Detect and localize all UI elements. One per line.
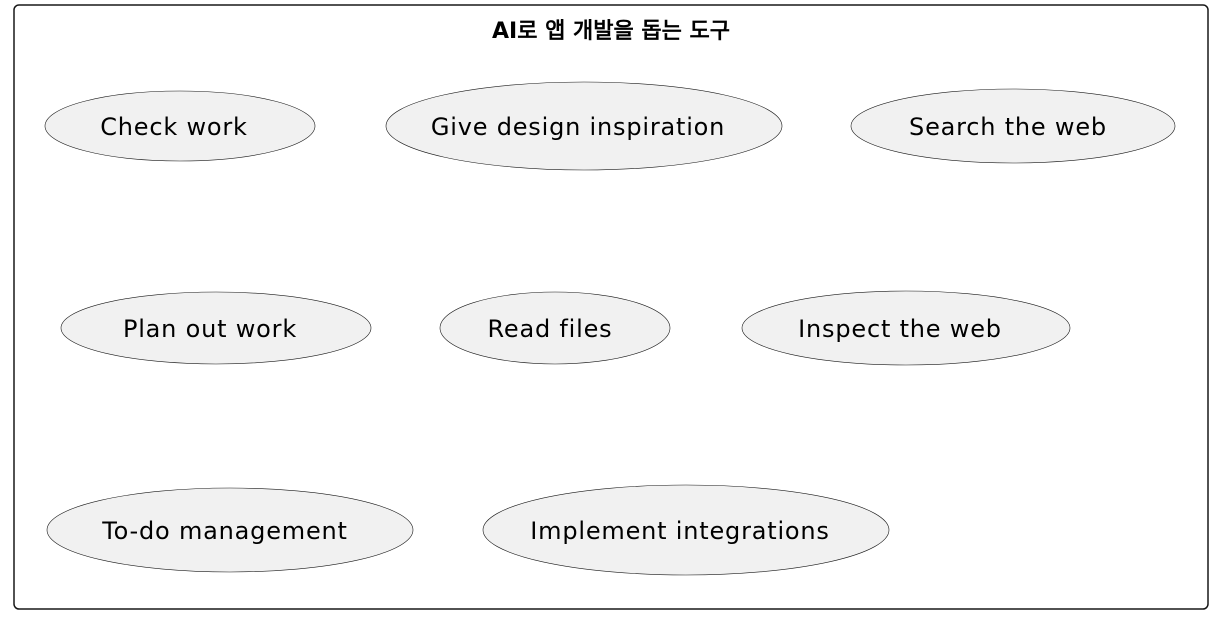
use-case-give-design-inspiration: Give design inspiration [385, 81, 783, 171]
use-case-label: Inspect the web [798, 315, 1002, 343]
use-case-to-do-management: To-do management [46, 487, 414, 573]
use-case-plan-out-work: Plan out work [60, 291, 372, 365]
use-case-ellipse [741, 290, 1071, 366]
use-case-label: To-do management [101, 517, 348, 545]
use-case-check-work: Check work [44, 90, 316, 162]
use-case-ellipse [385, 81, 783, 171]
diagram-title: AI로 앱 개발을 돕는 도구 [492, 19, 730, 44]
use-case-read-files: Read files [439, 291, 671, 365]
use-case-ellipse [44, 90, 316, 162]
use-case-label: Plan out work [123, 315, 297, 343]
use-case-ellipse [60, 291, 372, 365]
use-case-ellipse [439, 291, 671, 365]
use-case-label: Implement integrations [530, 517, 829, 545]
use-case-search-the-web: Search the web [850, 88, 1176, 164]
use-case-ellipse [850, 88, 1176, 164]
use-case-label: Give design inspiration [431, 113, 725, 141]
use-case-inspect-the-web: Inspect the web [741, 290, 1071, 366]
use-case-label: Search the web [909, 113, 1107, 141]
use-case-implement-integrations: Implement integrations [482, 484, 890, 576]
use-case-ellipse [482, 484, 890, 576]
use-case-label: Read files [488, 315, 613, 343]
use-case-label: Check work [100, 113, 248, 141]
use-case-ellipse [46, 487, 414, 573]
